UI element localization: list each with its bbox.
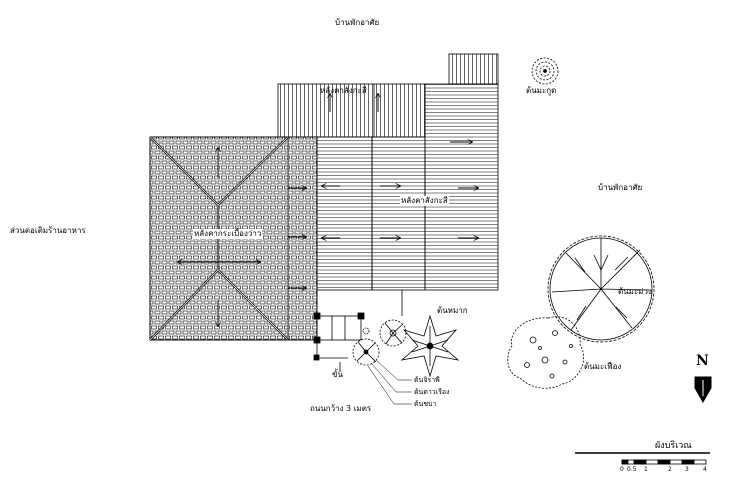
label-zinc-roof-mid: หลังคาสังกะสี xyxy=(400,196,449,206)
label-tree-3: ต้นชบา xyxy=(414,400,437,408)
label-neighbor-east: บ้านพักอาศัย xyxy=(598,183,643,192)
tree-small-2 xyxy=(352,338,380,366)
label-tree-2: ต้นดาวเรือง xyxy=(414,388,450,396)
zinc-roof-east xyxy=(424,83,499,291)
entrance-steps xyxy=(313,290,403,372)
label-neighbor-north: บ้านพักอาศัย xyxy=(335,18,380,27)
label-neighbor-west: ส่วนต่อเติมร้านอาหาร xyxy=(10,226,86,235)
label-tree-marigold: ต้นมะกูด xyxy=(526,86,557,95)
label-tile-roof: หลังคากระเบื้องว่าว xyxy=(193,229,263,239)
scale-tick-1: 1 xyxy=(644,466,648,473)
scale-tick-3: 3 xyxy=(685,466,689,473)
label-tree-palm: ต้นหมาก xyxy=(437,306,468,315)
scale-bar xyxy=(621,459,707,465)
label-steps: ขั้น xyxy=(332,370,343,379)
scale-tick-2: 2 xyxy=(668,466,672,473)
scale-tick-05: 0.5 xyxy=(627,466,637,473)
label-tree-carambola: ต้นมะเฟือง xyxy=(584,362,622,371)
tree-carambola xyxy=(507,316,585,389)
north-arrow xyxy=(694,376,712,404)
label-tree-mango: ต้นมะม่วง xyxy=(618,287,652,296)
drawing-title: ผังบริเวณ xyxy=(655,441,692,451)
tree-palm xyxy=(400,314,460,378)
zinc-roof-upper xyxy=(277,83,426,138)
label-road: ถนนกว้าง 3 เมตร xyxy=(310,404,372,413)
zinc-roof-middle xyxy=(316,136,426,291)
slope-arrows xyxy=(178,94,478,326)
tree-small-3 xyxy=(362,327,370,335)
north-letter: N xyxy=(696,353,709,369)
scale-tick-4: 4 xyxy=(703,466,707,473)
label-tree-1: ต้นจิราพี xyxy=(414,376,440,384)
label-zinc-roof-top: หลังคาสังกะสี xyxy=(320,86,367,95)
tree-small-1 xyxy=(379,319,407,347)
scale-tick-0: 0 xyxy=(620,466,624,473)
small-roof-block xyxy=(448,53,499,85)
tree-small-circle xyxy=(531,57,559,85)
tree-mango xyxy=(547,235,655,343)
